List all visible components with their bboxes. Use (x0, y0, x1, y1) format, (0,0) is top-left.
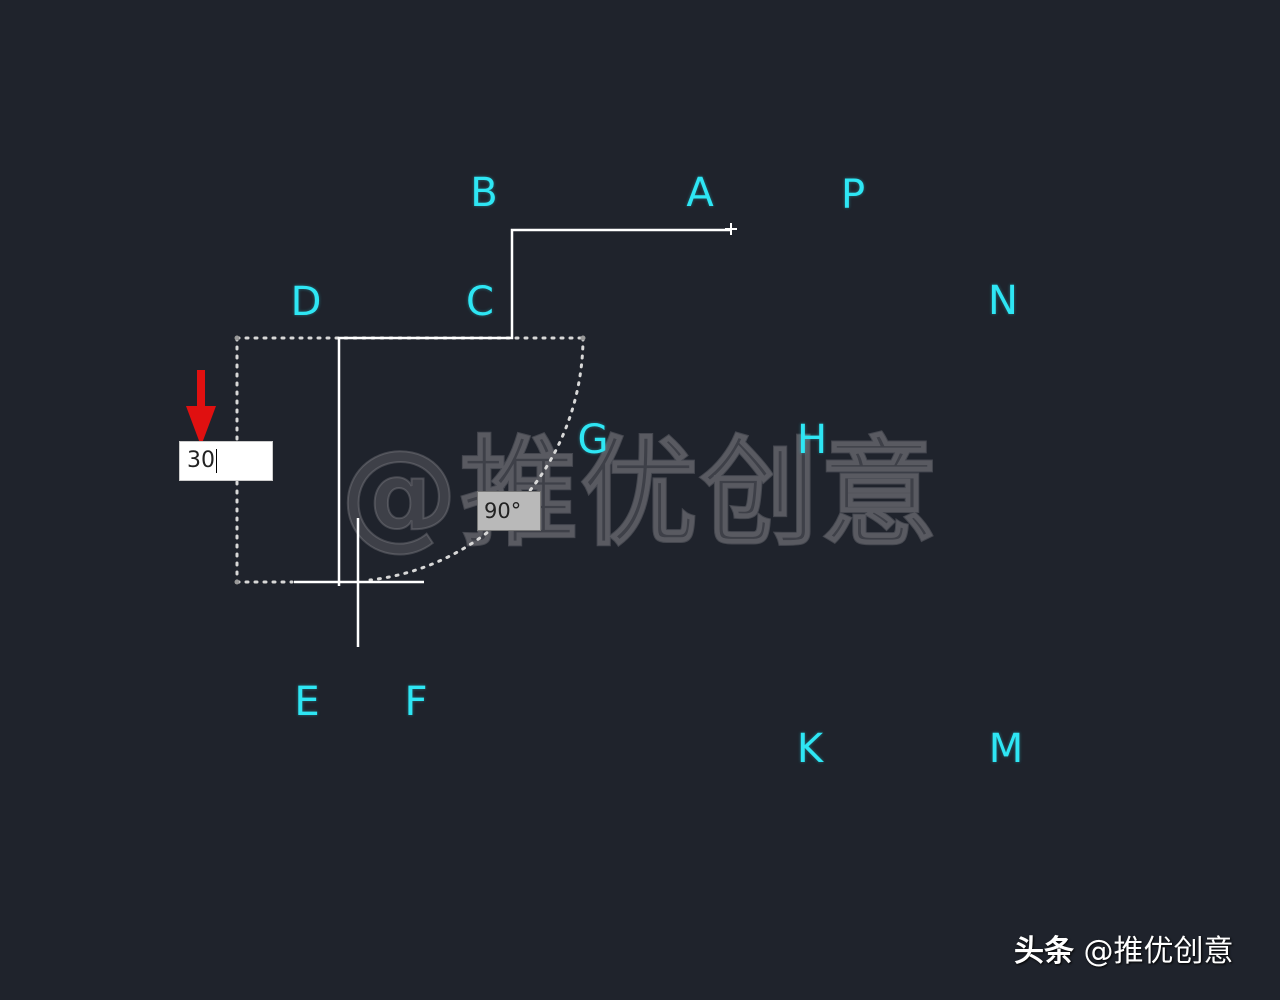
point-label-n: N (988, 278, 1018, 324)
point-label-k: K (796, 726, 824, 772)
text-caret (216, 449, 217, 473)
point-label-b: B (470, 170, 498, 216)
point-label-h: H (796, 417, 828, 463)
dynamic-input-value: 30 (187, 448, 215, 473)
point-label-a: A (686, 170, 714, 216)
watermark: @推优创意 (339, 424, 941, 562)
red-arrow-icon (186, 370, 216, 446)
grip-point (580, 335, 586, 341)
point-label-g: G (577, 417, 609, 463)
start-point-marker (725, 223, 737, 235)
point-label-m: M (988, 726, 1024, 772)
polyline (294, 228, 731, 586)
point-label-p: P (840, 172, 866, 218)
point-label-e: E (294, 679, 320, 725)
point-label-c: C (466, 279, 494, 325)
footer-brand: 头条 (1014, 934, 1074, 969)
dynamic-input-field[interactable]: 30 (179, 441, 273, 481)
dotted-preview (235, 336, 585, 584)
point-label-d: D (290, 279, 322, 325)
point-label-f: F (404, 679, 428, 725)
footer-credit: 头条 @推优创意 (1014, 932, 1234, 972)
grip-point (234, 579, 240, 585)
grip-point (234, 335, 240, 341)
footer-handle: @推优创意 (1083, 934, 1234, 969)
angle-tooltip: 90° (477, 491, 541, 531)
